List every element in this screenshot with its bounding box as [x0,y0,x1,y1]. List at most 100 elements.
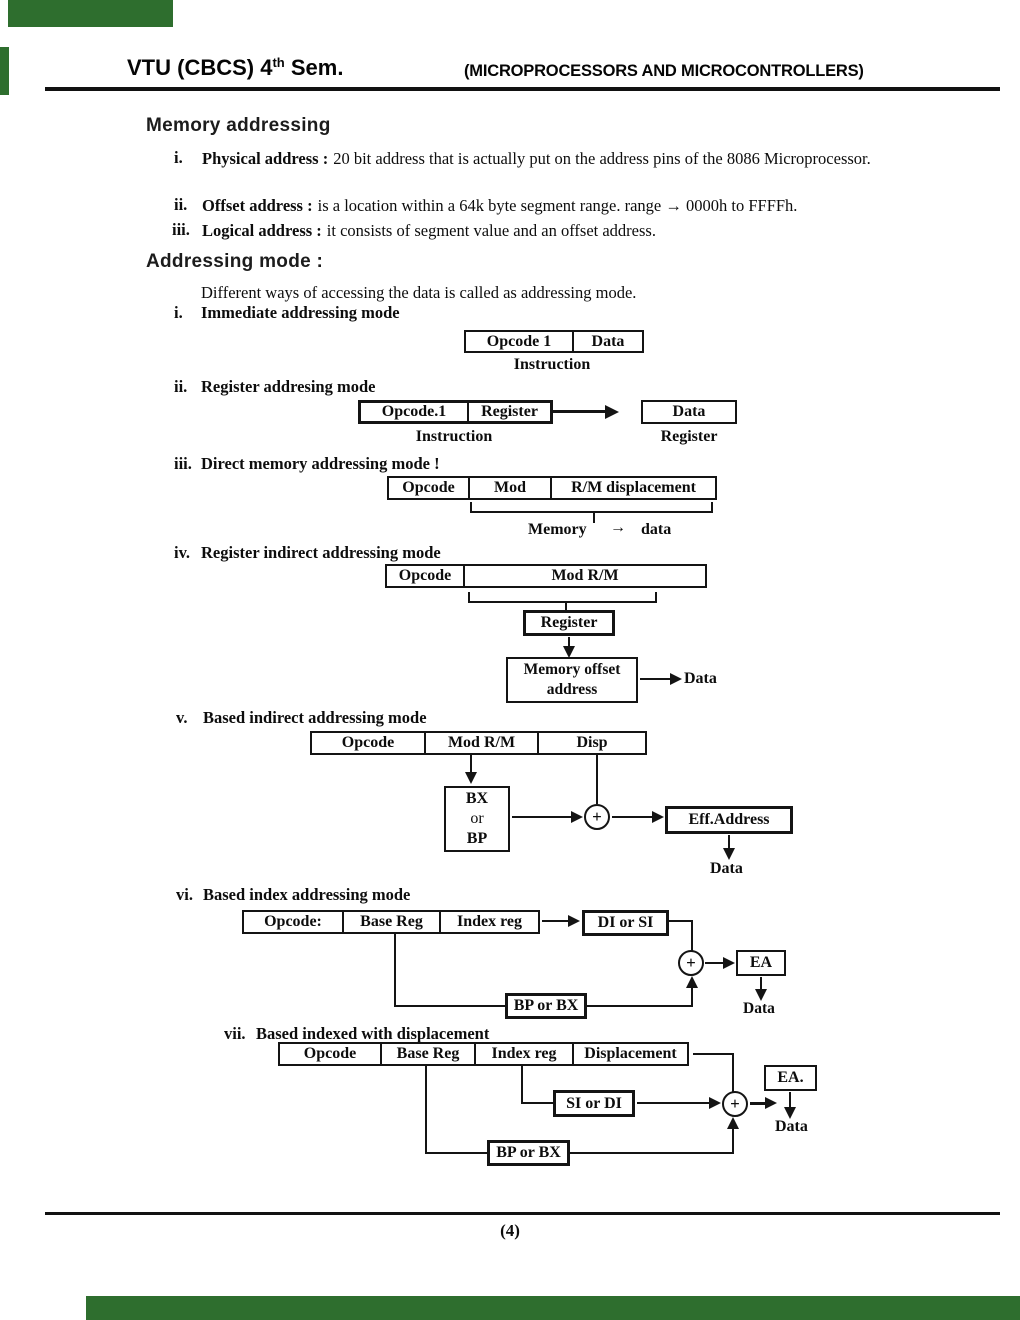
disp-cell: Disp [537,733,645,753]
opcode-cell: Opcode [402,479,455,496]
opcode-cell: Opcode.1 [381,403,447,420]
scan-artifact-bottom [86,1296,1020,1320]
arrow-down [470,755,472,773]
connector-line [425,1066,427,1154]
intro-text: Different ways of accessing the data is … [201,283,637,302]
opcode-cell: Opcode [303,1045,357,1062]
arrow-right-head [670,673,682,685]
plus-sign: + [730,1094,740,1113]
opcode-cell: Opcode: [264,913,322,930]
memory-offset-line1: Memory offset [523,661,621,678]
item-rest: is a location within a 64k byte segment … [317,196,798,215]
connector-line [521,1102,553,1104]
mode-title: Based indexed with displacement [256,1024,490,1043]
effective-address-box: Eff.Address [665,806,793,834]
ea-box: EA. [764,1065,817,1091]
connector-line [669,920,693,922]
header-superscript: th [272,55,285,70]
index-reg-cell: Index reg [439,912,538,932]
caption-instruction: Instruction [513,356,591,373]
item-rest: 20 bit address that is actually put on t… [333,149,871,168]
mod-rm-cell: Mod R/M [463,566,705,586]
header-course-prefix: VTU (CBCS) 4 [127,55,273,80]
connector-line [732,1053,734,1092]
connector-line [521,1066,523,1104]
arrow-right-head [605,405,619,419]
arrow-down-head [784,1107,796,1119]
footer-rule [45,1212,1000,1215]
plus-sign: + [686,953,696,972]
scan-artifact-left [0,47,9,95]
bp-bx-box: BP or BX [505,993,587,1019]
index-reg-cell: Index reg [474,1044,572,1064]
item-number: i. [174,148,183,167]
arrow-right-icon: → [610,519,626,536]
caption-instruction: Instruction [415,428,493,445]
arrow-right [612,816,654,818]
instruction-box-based-index: Opcode: Base Reg Index reg [242,910,540,934]
arrow-right [542,920,570,922]
memory-offset-line2: address [546,681,598,698]
caption-register: Register [660,428,718,445]
plus-sign: + [592,807,602,826]
mode-number: ii. [174,377,188,396]
mode-number: vii. [224,1024,246,1043]
item-text: Physical address :20 bit address that is… [202,148,914,170]
data-label: Data [775,1118,808,1135]
arrow-right [750,1102,767,1105]
arrow-right [705,962,725,964]
data-cell: Data [572,332,642,351]
section-title-addressing: Addressing mode : [146,251,324,272]
data-label: Data [743,1000,775,1017]
displacement-cell: Displacement [572,1044,687,1064]
underbrace [470,502,713,513]
opcode-cell: Opcode [341,734,395,751]
memory-label: Memory [528,521,587,538]
plus-circle: + [722,1091,748,1117]
header-subject: (MICROPROCESSORS AND MICROCONTROLLERS) [464,62,864,80]
section-title-memory: Memory addressing [146,115,331,136]
arrow-right [640,678,672,680]
plus-circle: + [678,950,704,976]
data-box-label: Data [672,403,706,420]
arrow-right-head [765,1097,777,1109]
arrow-down [568,637,570,647]
mode-number: iv. [174,543,191,562]
mode-heading-immediate: i.Immediate addressing mode [174,303,400,323]
connector-line [587,1005,693,1007]
item-text: Logical address :it consists of segment … [202,220,918,242]
connector-line [570,1152,734,1154]
item-text: Offset address :is a location within a 6… [202,195,918,217]
mod-cell: Mod [468,478,550,498]
connector-line [691,920,693,952]
mode-number: vi. [176,885,193,904]
item-lead: Logical address : [202,221,322,240]
data-label: Data [684,670,717,687]
mode-title: Based index addressing mode [203,885,411,904]
register-cell: Register [467,403,550,421]
arrow-down-head [563,646,575,658]
base-reg-cell: Base Reg [342,912,439,932]
connector-line [691,986,693,1007]
arrow-down [760,977,762,990]
connector-line [596,755,598,804]
register-data-box: Data [641,400,737,424]
mode-heading-based-index: vi. Based index addressing mode [176,885,410,905]
arrow-right-head [709,1097,721,1109]
connector-line [693,1053,734,1055]
instruction-box-based-indexed: Opcode Base Reg Index reg Displacement [278,1042,689,1066]
connector-line [394,1005,505,1007]
ea-box: EA [736,950,786,976]
mode-title: Register indirect addressing mode [201,543,441,562]
plus-circle: + [584,804,610,830]
effective-address-label: Eff.Address [688,811,770,828]
arrow-right-head [571,811,583,823]
instruction-box-direct: Opcode Mod R/M displacement [387,476,717,500]
bx-bp-box: BX or BP [444,786,510,852]
underbrace [468,592,657,603]
item-rest: it consists of segment value and an offs… [326,221,656,240]
instruction-box-register-indirect: Opcode Mod R/M [385,564,707,588]
data-label: Data [710,860,743,877]
or-label: or [470,810,484,827]
